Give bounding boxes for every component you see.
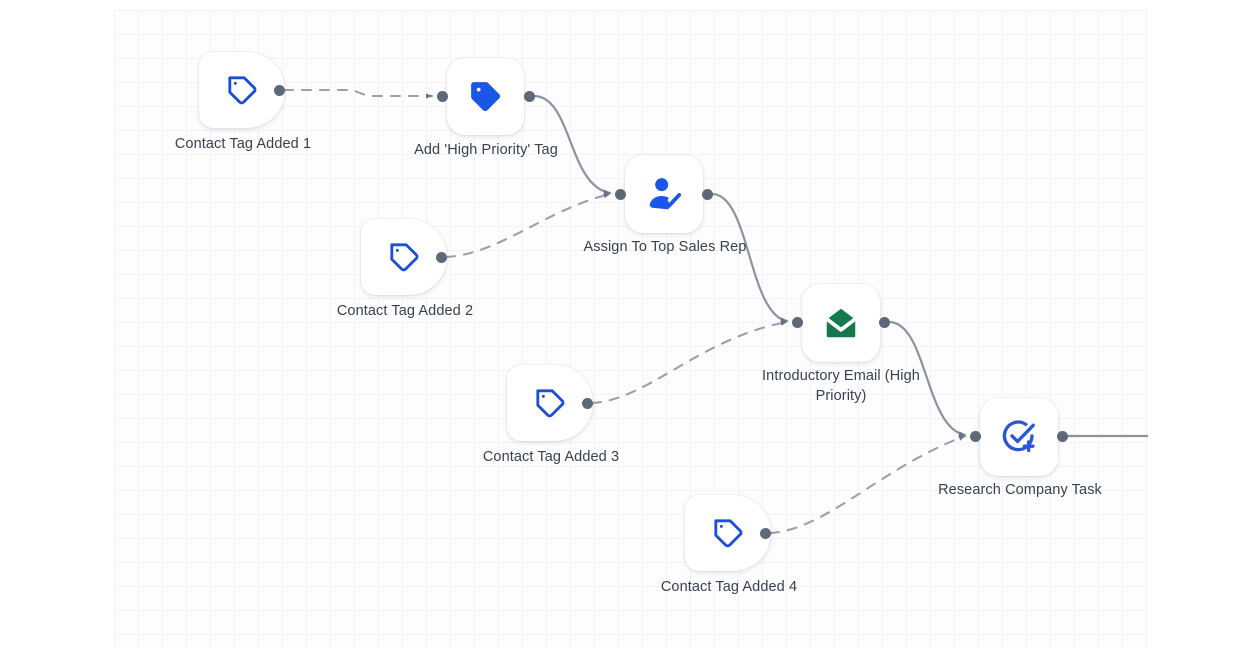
node-contact-tag-added-3[interactable] (507, 365, 593, 441)
node-label-add-high-priority-tag: Add 'High Priority' Tag (414, 142, 558, 158)
handle-trigger2-output[interactable] (435, 251, 447, 263)
node-introductory-email-high-priority[interactable] (802, 284, 880, 362)
handle-trigger4-output[interactable] (759, 527, 771, 539)
handle-addtag-output[interactable] (523, 90, 535, 102)
node-contact-tag-added-2[interactable] (361, 219, 447, 295)
node-label-research-company-task: Research Company Task (938, 482, 1102, 498)
node-contact-tag-added-1[interactable] (199, 52, 285, 128)
node-research-company-task[interactable] (980, 398, 1058, 476)
handle-email-output[interactable] (878, 316, 890, 328)
node-label-assign-to-top-sales-rep: Assign To Top Sales Rep (583, 239, 747, 255)
handle-assign-input[interactable] (614, 188, 626, 200)
node-label-introductory-email-high-priority: Introductory Email (High Priority) (762, 368, 920, 404)
tag-outline-icon (387, 240, 421, 274)
tag-outline-icon (225, 73, 259, 107)
envelope-icon (822, 304, 860, 342)
handle-assign-output[interactable] (701, 188, 713, 200)
user-check-icon (644, 174, 684, 214)
task-check-plus-icon (1000, 418, 1038, 456)
handle-trigger1-output[interactable] (273, 84, 285, 96)
tag-outline-icon (533, 386, 567, 420)
handle-task-input[interactable] (969, 430, 981, 442)
tag-outline-icon (711, 516, 745, 550)
tag-filled-icon (468, 79, 504, 115)
node-label-contact-tag-added-4: Contact Tag Added 4 (660, 579, 798, 595)
node-label-contact-tag-added-1: Contact Tag Added 1 (174, 136, 312, 152)
node-contact-tag-added-4[interactable] (685, 495, 771, 571)
handle-addtag-input[interactable] (436, 90, 448, 102)
handle-task-output[interactable] (1056, 430, 1068, 442)
node-label-contact-tag-added-2: Contact Tag Added 2 (336, 303, 474, 319)
node-label-contact-tag-added-3: Contact Tag Added 3 (482, 449, 620, 465)
node-assign-to-top-sales-rep[interactable] (625, 155, 703, 233)
handle-email-input[interactable] (791, 316, 803, 328)
handle-trigger3-output[interactable] (581, 397, 593, 409)
node-add-high-priority-tag[interactable] (447, 58, 524, 135)
